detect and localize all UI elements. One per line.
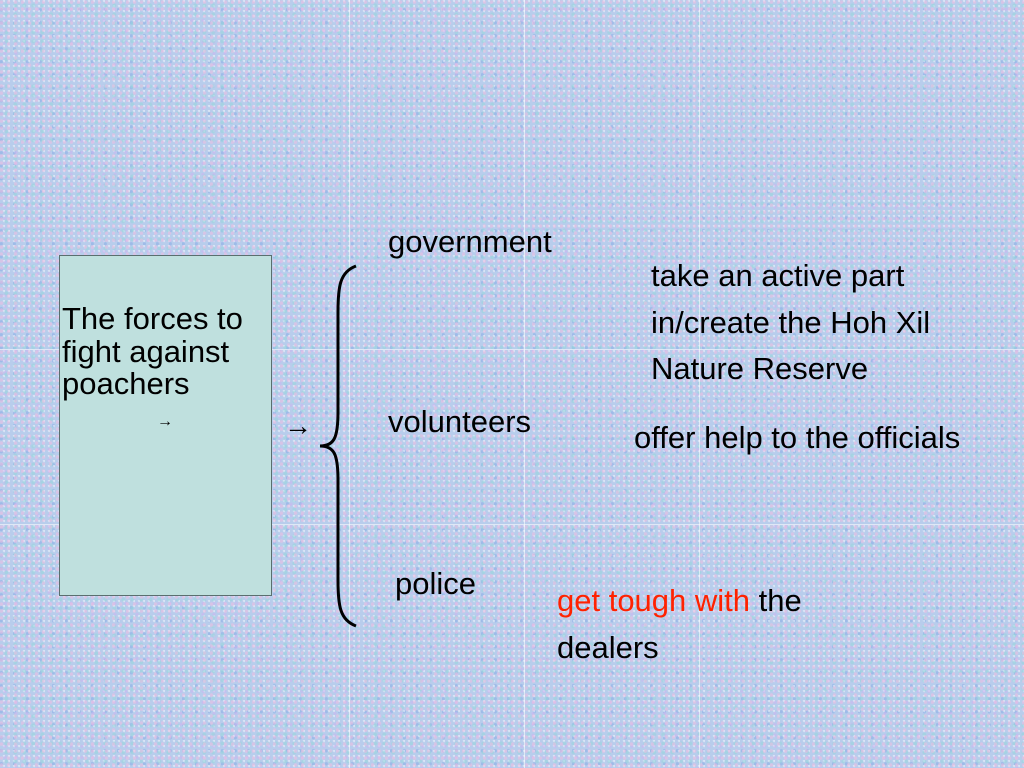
branch-action-government: take an active part in/create the Hoh Xi… — [651, 258, 931, 386]
connector-arrow-icon: → — [284, 410, 312, 441]
grid-line-vertical — [349, 0, 350, 768]
branch-label-government: government — [388, 224, 552, 259]
branch-label-volunteers: volunteers — [388, 404, 532, 439]
grid-line-horizontal — [0, 349, 1024, 350]
branch-action-police-highlight: get tough with — [557, 583, 751, 618]
curly-brace-icon — [319, 264, 357, 628]
branch-action-police-rest: the dealers — [557, 583, 802, 665]
branch-action-police: get tough with the dealers — [557, 578, 897, 671]
forces-box-text: The forces to fight against poachers — [62, 301, 243, 402]
branch-label-police: police — [395, 566, 476, 601]
box-inner-arrow-icon: → — [157, 413, 173, 430]
grid-line-horizontal — [0, 524, 1024, 525]
grid-line-vertical — [699, 0, 700, 768]
forces-box — [59, 255, 272, 596]
branch-action-volunteers: offer help to the officials — [634, 420, 961, 455]
grid-line-vertical — [524, 0, 525, 768]
